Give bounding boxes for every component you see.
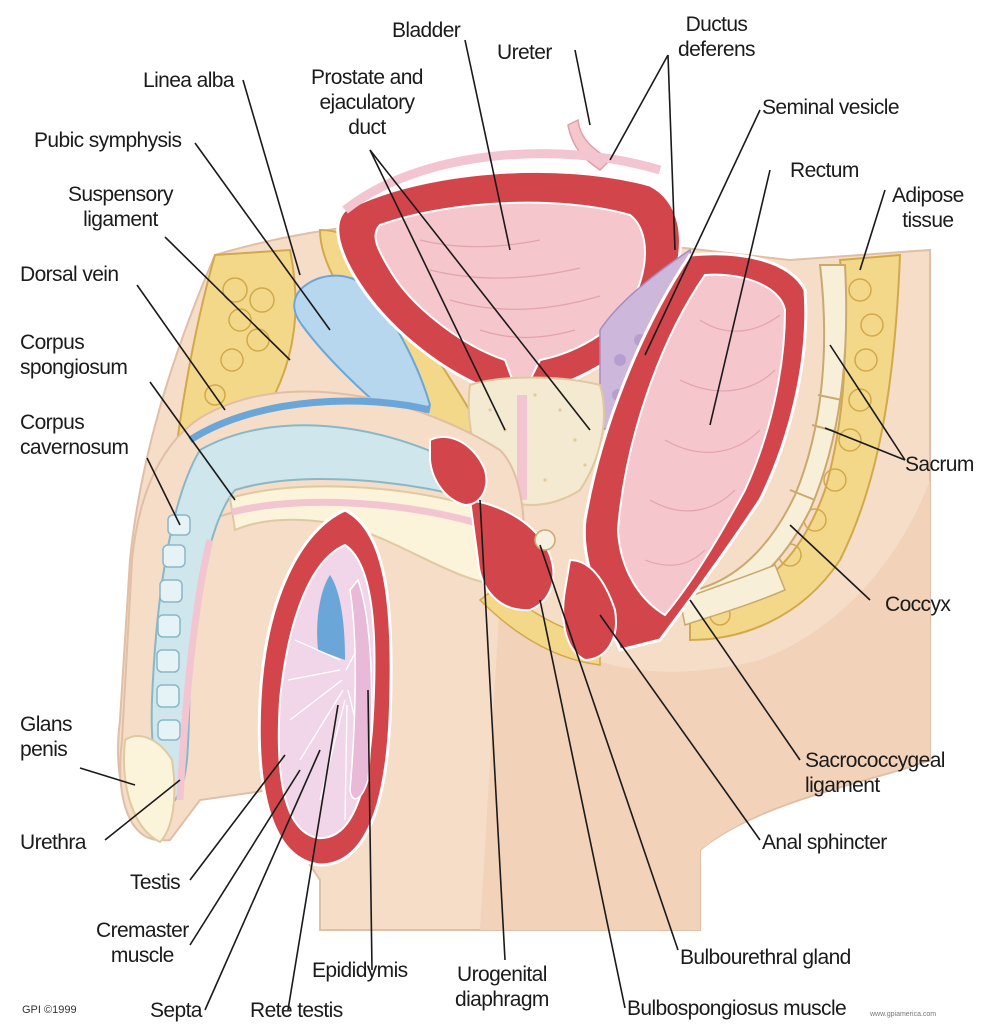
bulbourethral-gland-shape (535, 530, 555, 550)
ureter-tube (568, 120, 610, 170)
label-rete-testis: Rete testis (250, 998, 343, 1023)
label-coccyx: Coccyx (885, 592, 950, 617)
glans (124, 736, 174, 842)
label-ductus-deferens: Ductus deferens (678, 12, 755, 62)
label-testis: Testis (130, 870, 180, 895)
label-seminal-vesicle: Seminal vesicle (762, 95, 899, 120)
label-rectum: Rectum (790, 158, 859, 183)
label-linea-alba: Linea alba (143, 68, 234, 93)
label-sacrococcygeal-ligament: Sacrococcygeal ligament (805, 748, 945, 798)
label-suspensory-ligament: Suspensory ligament (68, 182, 173, 232)
label-corpus-cavernosum: Corpus cavernosum (20, 410, 128, 460)
label-urethra: Urethra (20, 830, 86, 855)
label-ureter: Ureter (497, 40, 552, 65)
label-epididymis: Epididymis (312, 958, 408, 983)
label-sacrum: Sacrum (905, 452, 974, 477)
credit-text: GPI ©1999 (22, 1004, 77, 1017)
label-adipose-tissue: Adipose tissue (892, 183, 964, 233)
watermark-text: www.gpiamerica.com (870, 1010, 936, 1019)
label-prostate: Prostate and ejaculatory duct (311, 65, 423, 140)
label-anal-sphincter: Anal sphincter (762, 830, 887, 855)
label-cremaster-muscle: Cremaster muscle (96, 918, 189, 968)
label-bulbourethral-gland: Bulbourethral gland (680, 945, 851, 970)
label-septa: Septa (150, 998, 202, 1023)
label-bladder: Bladder (392, 18, 460, 43)
label-corpus-spongiosum: Corpus spongiosum (20, 330, 127, 380)
label-urogenital-diaphragm: Urogenital diaphragm (455, 962, 549, 1012)
label-pubic-symphysis: Pubic symphysis (34, 128, 181, 153)
label-glans-penis: Glans penis (20, 712, 72, 762)
label-bulbospongiosus-muscle: Bulbospongiosus muscle (627, 996, 846, 1021)
label-dorsal-vein: Dorsal vein (20, 262, 118, 287)
